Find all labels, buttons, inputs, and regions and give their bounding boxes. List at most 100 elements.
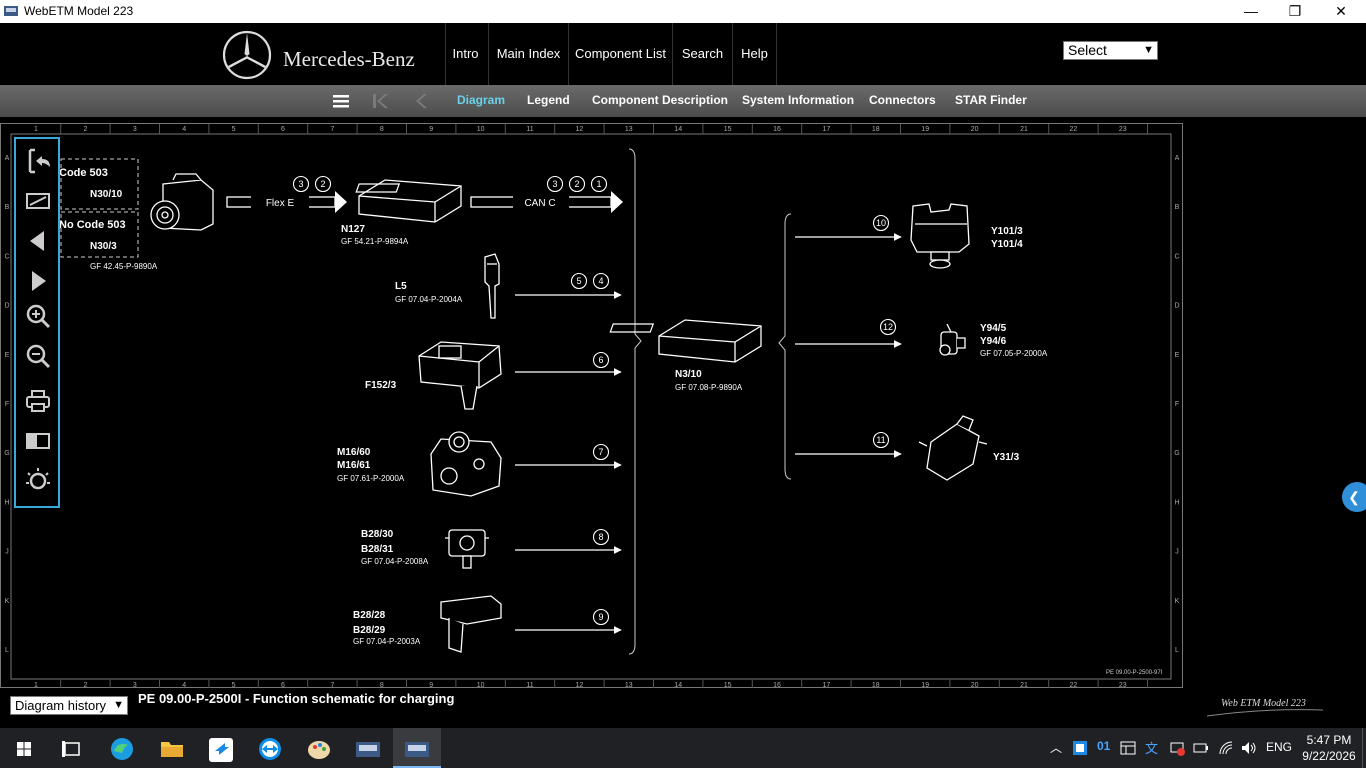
signal-number-badge[interactable] xyxy=(592,443,610,461)
language-select[interactable]: Select ▼ xyxy=(1063,41,1158,60)
signal-number-badge[interactable] xyxy=(314,175,332,193)
xentry-app-icon[interactable] xyxy=(348,733,388,765)
task-view-icon[interactable] xyxy=(52,733,92,765)
grid-col-label: 22 xyxy=(1070,682,1078,689)
n3-10-module[interactable] xyxy=(609,319,762,363)
b28-28-sensor[interactable] xyxy=(440,595,502,653)
f152-3-component[interactable] xyxy=(418,341,502,410)
signal-number: 12 xyxy=(883,322,893,332)
maximize-button[interactable]: ❐ xyxy=(1288,3,1302,19)
grid-col-label: 18 xyxy=(872,126,880,133)
signal-number-badge[interactable] xyxy=(570,272,588,290)
grid-row-label: B xyxy=(5,204,10,211)
nav-component-list[interactable]: Component List xyxy=(568,23,672,85)
signal-number-badge[interactable] xyxy=(872,431,890,449)
tab-diagram[interactable]: Diagram xyxy=(457,93,506,107)
diagram-history-select[interactable]: Diagram history ▼ xyxy=(10,696,128,715)
camera-component[interactable] xyxy=(150,173,214,231)
grid-col-label: 11 xyxy=(526,682,533,689)
system-clock[interactable]: 5:47 PM 9/22/2026 xyxy=(1296,732,1362,764)
menu-icon[interactable] xyxy=(333,93,349,109)
tray-grid-icon[interactable] xyxy=(1120,740,1136,756)
tray-app-icon[interactable] xyxy=(1072,740,1088,756)
m16-60-actuator[interactable] xyxy=(430,431,502,497)
back-to-index-icon[interactable] xyxy=(24,147,52,175)
language-indicator[interactable]: ENG xyxy=(1266,740,1293,754)
b28-30-signals: 8 xyxy=(592,528,610,546)
can-c-label: CAN C xyxy=(524,198,555,209)
signal-number-badge[interactable] xyxy=(872,214,890,232)
collapse-panel-button[interactable]: ❮ xyxy=(1342,482,1366,512)
signal-number-badge[interactable] xyxy=(592,272,610,290)
tray-ime-icon[interactable]: ⽂ xyxy=(1144,740,1160,756)
signal-number-badge[interactable] xyxy=(546,175,564,193)
grid-row-label: D xyxy=(1174,303,1179,310)
paint-app-icon[interactable] xyxy=(299,733,339,765)
n127-module[interactable] xyxy=(355,179,462,223)
grid-col-label: 20 xyxy=(971,126,979,133)
edge-browser-icon[interactable] xyxy=(102,733,142,765)
l5-sensor[interactable] xyxy=(484,253,500,319)
previous-icon[interactable] xyxy=(24,227,52,255)
signal-number-badge[interactable] xyxy=(292,175,310,193)
tray-network-error-icon[interactable] xyxy=(1169,740,1185,756)
tray-counter[interactable]: 01 xyxy=(1097,739,1111,753)
signal-number-badge[interactable] xyxy=(592,608,610,626)
tray-expand-icon[interactable]: ︿ xyxy=(1050,741,1063,755)
y31-3-valve[interactable] xyxy=(918,415,988,481)
zoom-in-icon[interactable] xyxy=(24,302,52,330)
next-icon[interactable] xyxy=(24,267,52,295)
print-icon[interactable] xyxy=(24,387,52,415)
brightness-icon[interactable] xyxy=(24,465,52,493)
nav-search[interactable]: Search xyxy=(672,23,732,85)
webetm-task-icon[interactable] xyxy=(397,733,437,765)
gf-n127-label: GF 54.21-P-9894A xyxy=(341,237,409,246)
tab-star-finder[interactable]: STAR Finder xyxy=(955,93,1027,107)
zoom-out-icon[interactable] xyxy=(24,342,52,370)
toggle-view-icon[interactable] xyxy=(24,427,52,455)
fit-page-icon[interactable] xyxy=(24,187,52,215)
tab-component-description[interactable]: Component Description xyxy=(592,93,729,107)
signal-number: 3 xyxy=(298,179,303,189)
volume-icon[interactable] xyxy=(1240,740,1258,756)
signal-number-badge[interactable] xyxy=(592,528,610,546)
battery-icon[interactable] xyxy=(1193,740,1209,756)
nav-main-index[interactable]: Main Index xyxy=(488,23,568,85)
select-value: Select xyxy=(1068,42,1107,58)
first-page-icon[interactable] xyxy=(371,93,391,109)
signal-number-badge[interactable] xyxy=(592,351,610,369)
close-button[interactable]: ✕ xyxy=(1335,3,1347,19)
minimize-button[interactable]: — xyxy=(1244,3,1258,19)
tab-legend[interactable]: Legend xyxy=(527,93,570,107)
previous-page-icon[interactable] xyxy=(415,93,429,109)
nav-help[interactable]: Help xyxy=(732,23,777,85)
grid-col-label: 6 xyxy=(281,682,285,689)
teamviewer-icon[interactable] xyxy=(250,733,290,765)
signal-number-badge[interactable] xyxy=(568,175,586,193)
tab-connectors[interactable]: Connectors xyxy=(869,93,936,107)
windows-start-icon[interactable] xyxy=(4,733,44,765)
show-desktop-button[interactable] xyxy=(1362,728,1366,768)
app-header: Mercedes-Benz Intro Main Index Component… xyxy=(0,23,1366,85)
file-explorer-icon[interactable] xyxy=(152,733,192,765)
grid-col-label: 17 xyxy=(823,682,831,689)
n127-label: N127 xyxy=(341,224,365,235)
wifi-icon[interactable] xyxy=(1218,740,1234,756)
y94-6-label: Y94/6 xyxy=(980,336,1007,347)
y101-3-valve[interactable] xyxy=(910,203,970,269)
l5-label: L5 xyxy=(395,281,407,292)
signal-number-badge[interactable] xyxy=(590,175,608,193)
y94-5-valve[interactable] xyxy=(939,323,966,356)
nav-intro[interactable]: Intro xyxy=(445,23,485,85)
grid-col-label: 12 xyxy=(576,682,584,689)
grid-col-label: 2 xyxy=(83,126,87,133)
b28-30-sensor[interactable] xyxy=(445,529,489,569)
y31-3-label: Y31/3 xyxy=(993,452,1020,463)
signal-number-badge[interactable] xyxy=(879,318,897,336)
grid-col-label: 10 xyxy=(477,682,485,689)
store-app-icon[interactable] xyxy=(201,733,241,765)
tab-system-information[interactable]: System Information xyxy=(742,93,855,107)
